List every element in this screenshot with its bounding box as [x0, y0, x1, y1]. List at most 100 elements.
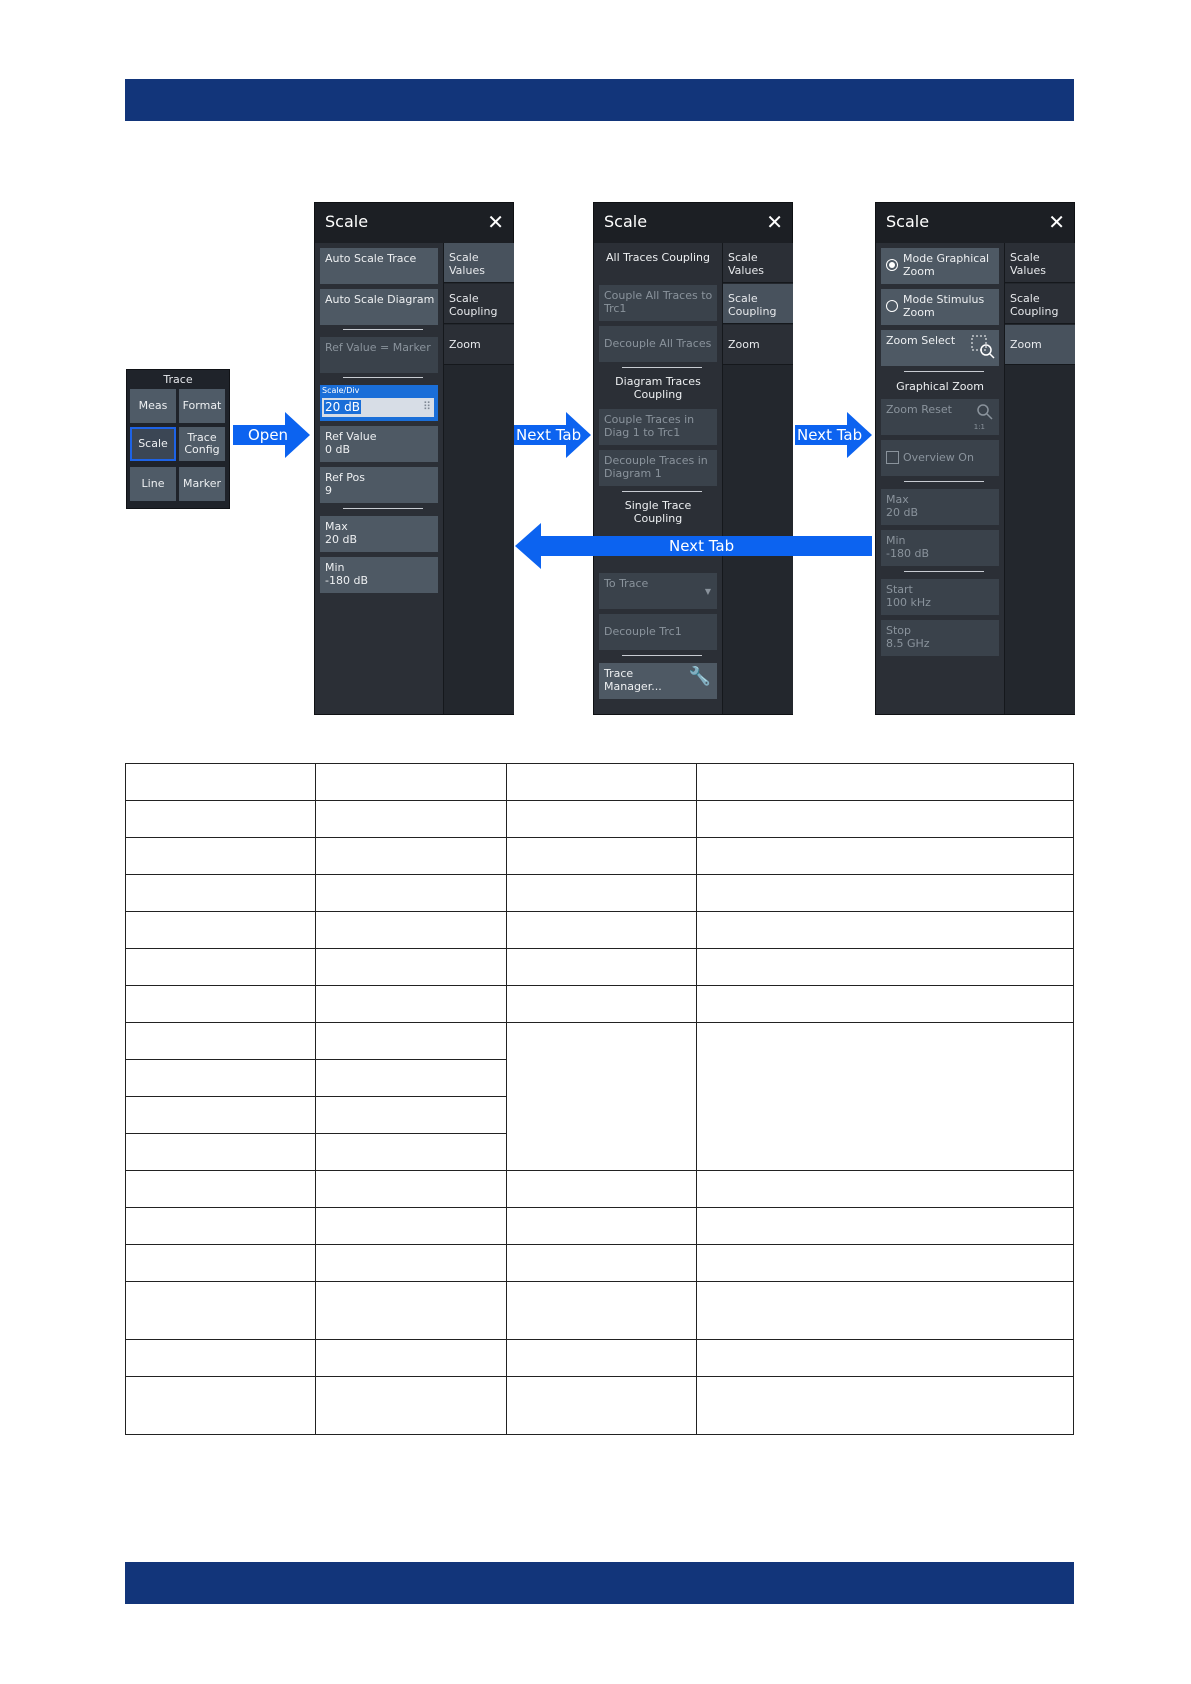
format-key[interactable]: Format [179, 389, 225, 423]
zoom-stop-field[interactable]: Stop 8.5 GHz [881, 620, 999, 656]
scale-div-value: 20 dB [324, 400, 361, 414]
scale-coupling-panel: Scale ✕ All Traces Coupling Couple All T… [593, 202, 793, 715]
zoom-min-label: Min [886, 534, 906, 547]
magnifier-icon [977, 404, 993, 420]
ref-value-field[interactable]: Ref Value 0 dB [320, 426, 438, 462]
to-trace-dropdown[interactable]: To Trace ▼ [599, 573, 717, 609]
decouple-all-traces-button[interactable]: Decouple All Traces [599, 326, 717, 362]
zoom-start-field[interactable]: Start 100 kHz [881, 579, 999, 615]
panel-header: Scale ✕ [315, 203, 513, 243]
ref-pos-field[interactable]: Ref Pos 9 [320, 467, 438, 503]
decouple-traces-diag-button[interactable]: Decouple Traces in Diagram 1 [599, 450, 717, 486]
tab-scale-values[interactable]: Scale Values [723, 243, 793, 283]
tab-zoom[interactable]: Zoom [444, 325, 514, 365]
separator [343, 377, 423, 378]
couple-all-traces-button[interactable]: Couple All Traces to Trc1 [599, 285, 717, 321]
next-tab-arrow [514, 412, 591, 458]
graphical-zoom-heading: Graphical Zoom [896, 380, 984, 393]
softtool-tabs: Scale Values Scale Coupling Zoom [443, 243, 514, 714]
trace-config-key[interactable]: Trace Config [179, 427, 225, 461]
scale-key[interactable]: Scale [130, 427, 176, 461]
zoom-reset-label: Zoom Reset [886, 403, 952, 416]
close-icon[interactable]: ✕ [1048, 210, 1065, 234]
marker-key[interactable]: Marker [179, 467, 225, 501]
min-field[interactable]: Min -180 dB [320, 557, 438, 593]
zoom-panel: Scale ✕ Mode Graphical Zoom Mode Stimulu… [875, 202, 1075, 715]
table-row [125, 1022, 1074, 1171]
tab-zoom[interactable]: Zoom [1005, 325, 1075, 365]
overview-on-checkbox[interactable]: Overview On [881, 440, 999, 476]
max-field[interactable]: Max 20 dB [320, 516, 438, 552]
auto-scale-diagram-button[interactable]: Auto Scale Diagram [320, 289, 438, 325]
table-row [125, 1281, 1074, 1340]
separator [343, 329, 423, 330]
table-row [125, 1207, 1074, 1245]
tab-scale-coupling[interactable]: Scale Coupling [723, 284, 793, 324]
to-trace-label: To Trace [604, 577, 649, 590]
mode-stimulus-zoom-radio[interactable]: Mode Stimulus Zoom [881, 289, 999, 325]
table-row [125, 985, 1074, 1023]
keypad-title: Trace [163, 373, 193, 386]
trace-manager-label: Trace Manager... [604, 667, 662, 693]
trace-manager-button[interactable]: Trace Manager... 🔧 [599, 663, 717, 699]
scale-div-field[interactable]: Scale/Div 20 dB ⠿ [320, 385, 438, 421]
zoom-select-label: Zoom Select [886, 334, 956, 347]
ref-pos-label: Ref Pos [325, 471, 365, 484]
close-icon[interactable]: ✕ [766, 210, 783, 234]
wrench-icon: 🔧 [688, 666, 711, 687]
mode-graphical-zoom-radio[interactable]: Mode Graphical Zoom [881, 248, 999, 284]
panel-header: Scale ✕ [594, 203, 792, 243]
zoom-min-field[interactable]: Min -180 dB [881, 530, 999, 566]
next-tab-arrow [795, 412, 872, 458]
tab-scale-coupling[interactable]: Scale Coupling [1005, 284, 1075, 324]
scale-div-input[interactable]: 20 dB ⠿ [322, 398, 434, 417]
zoom-select-button[interactable]: Zoom Select [881, 330, 999, 366]
table-row [125, 874, 1074, 912]
table-row [125, 1096, 1074, 1134]
meas-key[interactable]: Meas [130, 389, 176, 423]
max-label: Max [325, 520, 348, 533]
table-row [125, 837, 1074, 875]
next-tab-back-label: Next Tab [669, 537, 735, 555]
auto-scale-trace-button[interactable]: Auto Scale Trace [320, 248, 438, 284]
zoom-max-field[interactable]: Max 20 dB [881, 489, 999, 525]
tab-scale-values[interactable]: Scale Values [1005, 243, 1075, 283]
mode-stimulus-label: Mode Stimulus Zoom [903, 293, 985, 319]
ref-value-marker-button[interactable]: Ref Value = Marker [320, 337, 438, 373]
tab-scale-values[interactable]: Scale Values [444, 243, 514, 283]
zoom-start-label: Start [886, 583, 913, 596]
min-value: -180 dB [325, 574, 368, 587]
next-tab-back-arrow [515, 523, 872, 569]
zoom-min-value: -180 dB [886, 547, 929, 560]
scale-values-panel: Scale ✕ Auto Scale Trace Auto Scale Diag… [314, 202, 514, 715]
open-arrow-label: Open [248, 426, 289, 444]
close-icon[interactable]: ✕ [487, 210, 504, 234]
tab-scale-coupling[interactable]: Scale Coupling [444, 284, 514, 324]
table-row [125, 1059, 1074, 1097]
single-trace-coupling-heading: Single Trace Coupling [624, 499, 692, 525]
line-key[interactable]: Line [130, 467, 176, 501]
panel-title: Scale [325, 212, 369, 231]
table-row [125, 948, 1074, 986]
ref-value-label: Ref Value [325, 430, 377, 443]
ref-value-value: 0 dB [325, 443, 351, 456]
panel-title: Scale [604, 212, 648, 231]
keypad-icon[interactable]: ⠿ [422, 400, 431, 413]
separator [904, 481, 984, 482]
panel-title: Scale [886, 212, 930, 231]
zoom-reset-button[interactable]: Zoom Reset 1:1 [881, 399, 999, 435]
footer-band [125, 1562, 1074, 1604]
tab-zoom[interactable]: Zoom [723, 325, 793, 365]
min-label: Min [325, 561, 345, 574]
radio-selected-icon [886, 259, 898, 271]
table-row [125, 1339, 1074, 1377]
couple-traces-diag-button[interactable]: Couple Traces in Diag 1 to Trc1 [599, 409, 717, 445]
scale-div-label: Scale/Div [322, 386, 360, 395]
zoom-start-value: 100 kHz [886, 596, 931, 609]
softtool-tabs: Scale Values Scale Coupling Zoom [1004, 243, 1075, 714]
table-row [125, 911, 1074, 949]
zoom-stop-value: 8.5 GHz [886, 637, 930, 650]
separator [622, 655, 702, 656]
checkbox-icon [886, 451, 899, 464]
decouple-trc1-button[interactable]: Decouple Trc1 [599, 614, 717, 650]
